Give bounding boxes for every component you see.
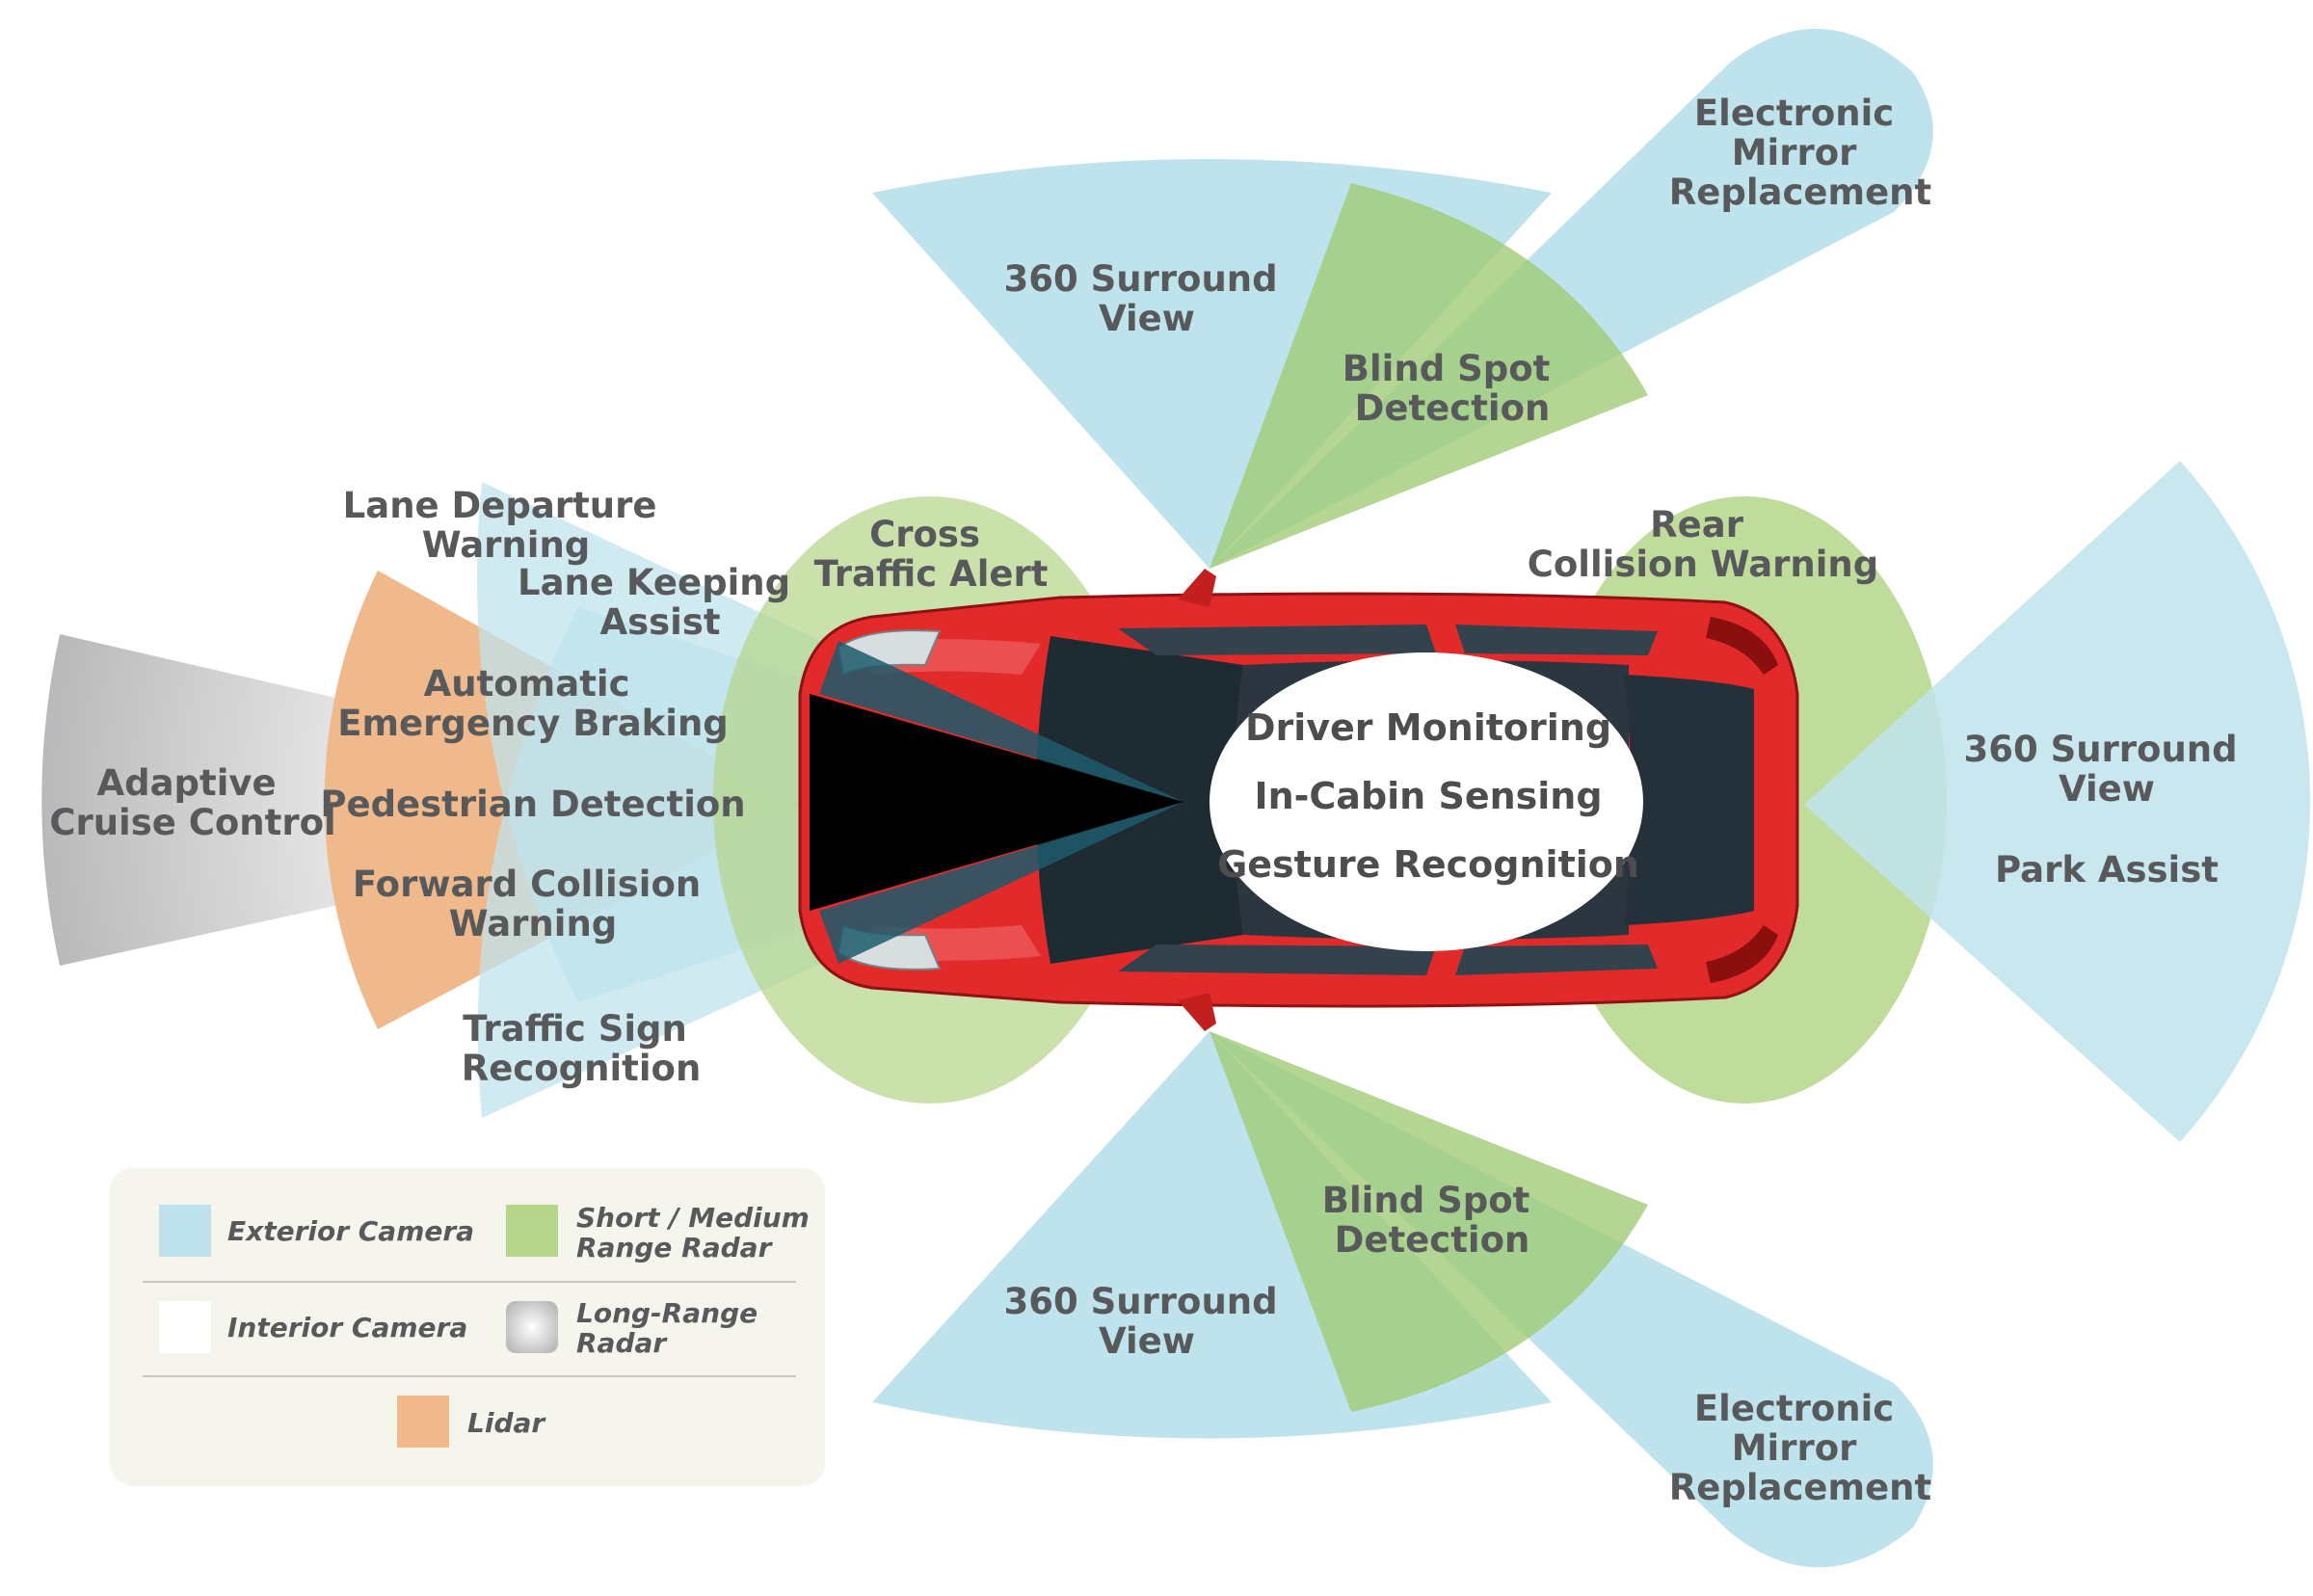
label-adaptive-cruise: Adaptive Cruise Control [49,762,335,843]
label-blind-spot-top-line2: Detection [1355,387,1551,429]
label-adaptive-cruise-line1: Adaptive [96,762,276,804]
label-driver-monitoring: Driver Monitoring [1245,706,1611,749]
label-automatic-braking: Automatic Emergency Braking [337,663,729,744]
label-surround-rear: 360 Surround View [1963,729,2249,810]
mirror-left [1178,569,1216,607]
label-mirror-top: Electronic Mirror Replacement [1669,93,1931,213]
legend-swatch-exterior-camera [159,1205,211,1257]
label-surround-bottom-line2: View [1099,1320,1195,1362]
label-automatic-braking-line2: Emergency Braking [337,703,729,744]
mirror-right [1178,993,1216,1031]
legend: Exterior Camera Short / Medium Range Rad… [110,1168,825,1486]
label-forward-collision-line2: Warning [449,903,618,944]
label-surround-top-line2: View [1099,298,1195,339]
interior-camera-zone [1210,652,1643,951]
label-pedestrian: Pedestrian Detection [320,784,745,825]
label-cross-traffic: Cross Traffic Alert [814,514,1049,595]
label-lane-keeping: Lane Keeping Assist [518,562,803,643]
label-blind-spot-bottom-line1: Blind Spot [1322,1180,1530,1221]
legend-label-short-medium-radar: Short / Medium Range Radar [576,1202,819,1264]
label-cross-traffic-line2: Traffic Alert [814,553,1049,595]
label-automatic-braking-line1: Automatic [424,663,630,705]
label-blind-spot-top: Blind Spot Detection [1343,348,1562,429]
blind-spot-radar-zone-bottom [1210,1031,1648,1412]
label-surround-rear-line1: 360 Surround [1963,729,2237,770]
legend-box [110,1168,825,1486]
label-traffic-sign-line2: Recognition [462,1048,702,1089]
label-lane-departure-line1: Lane Departure [343,485,657,526]
blind-spot-radar-zone-top [1210,183,1648,569]
label-surround-top: 360 Surround View [1003,258,1289,339]
label-blind-spot-bottom: Blind Spot Detection [1322,1180,1542,1261]
label-in-cabin: In-Cabin Sensing [1254,775,1602,817]
label-mirror-bottom: Electronic Mirror Replacement [1669,1388,1931,1508]
rear-camera-zone [1804,461,2311,1142]
label-blind-spot-bottom-line2: Detection [1335,1219,1530,1261]
label-forward-collision-line1: Forward Collision [353,864,701,905]
legend-label-interior-camera: Interior Camera [227,1312,467,1343]
legend-swatch-interior-camera [159,1301,211,1353]
label-gesture: Gesture Recognition [1217,843,1639,886]
label-lane-keeping-line2: Assist [599,601,720,643]
legend-swatch-short-medium-radar [506,1205,558,1257]
label-rear-collision-line1: Rear [1650,504,1744,545]
label-forward-collision: Forward Collision Warning [353,864,713,944]
label-mirror-top-line2: Mirror [1732,132,1857,173]
label-mirror-bottom-line1: Electronic [1694,1388,1894,1429]
legend-label-long-range-radar-line2: Radar [576,1327,668,1359]
label-adaptive-cruise-line2: Cruise Control [49,802,335,843]
label-cross-traffic-line1: Cross [869,514,980,555]
legend-swatch-lidar [397,1396,449,1448]
label-rear-collision-line2: Collision Warning [1528,544,1879,585]
label-mirror-bottom-line2: Mirror [1732,1427,1857,1469]
label-surround-top-line1: 360 Surround [1003,258,1277,300]
label-park-assist: Park Assist [1995,849,2219,891]
label-traffic-sign: Traffic Sign Recognition [462,1008,702,1089]
label-lane-departure-line2: Warning [422,524,591,566]
label-surround-bottom-line1: 360 Surround [1003,1281,1277,1322]
legend-label-long-range-radar: Long-Range Radar [576,1297,767,1359]
label-surround-bottom: 360 Surround View [1003,1281,1289,1362]
label-surround-rear-line2: View [2059,768,2155,810]
legend-label-short-medium-radar-line2: Range Radar [576,1232,774,1264]
label-lane-keeping-line1: Lane Keeping [518,562,790,603]
legend-label-exterior-camera: Exterior Camera [227,1215,474,1247]
label-mirror-top-line1: Electronic [1694,93,1894,134]
label-blind-spot-top-line1: Blind Spot [1343,348,1551,389]
label-mirror-bottom-line3: Replacement [1669,1467,1931,1508]
label-lane-departure: Lane Departure Warning [343,485,670,566]
legend-label-long-range-radar-line1: Long-Range [576,1297,758,1329]
label-mirror-top-line3: Replacement [1669,172,1931,213]
label-rear-collision: Rear Collision Warning [1528,504,1879,585]
label-traffic-sign-line1: Traffic Sign [463,1008,687,1050]
legend-swatch-long-range-radar [506,1301,558,1353]
front-camera-cone [810,694,1183,911]
legend-label-lidar: Lidar [467,1407,546,1439]
legend-label-short-medium-radar-line1: Short / Medium [576,1202,810,1234]
